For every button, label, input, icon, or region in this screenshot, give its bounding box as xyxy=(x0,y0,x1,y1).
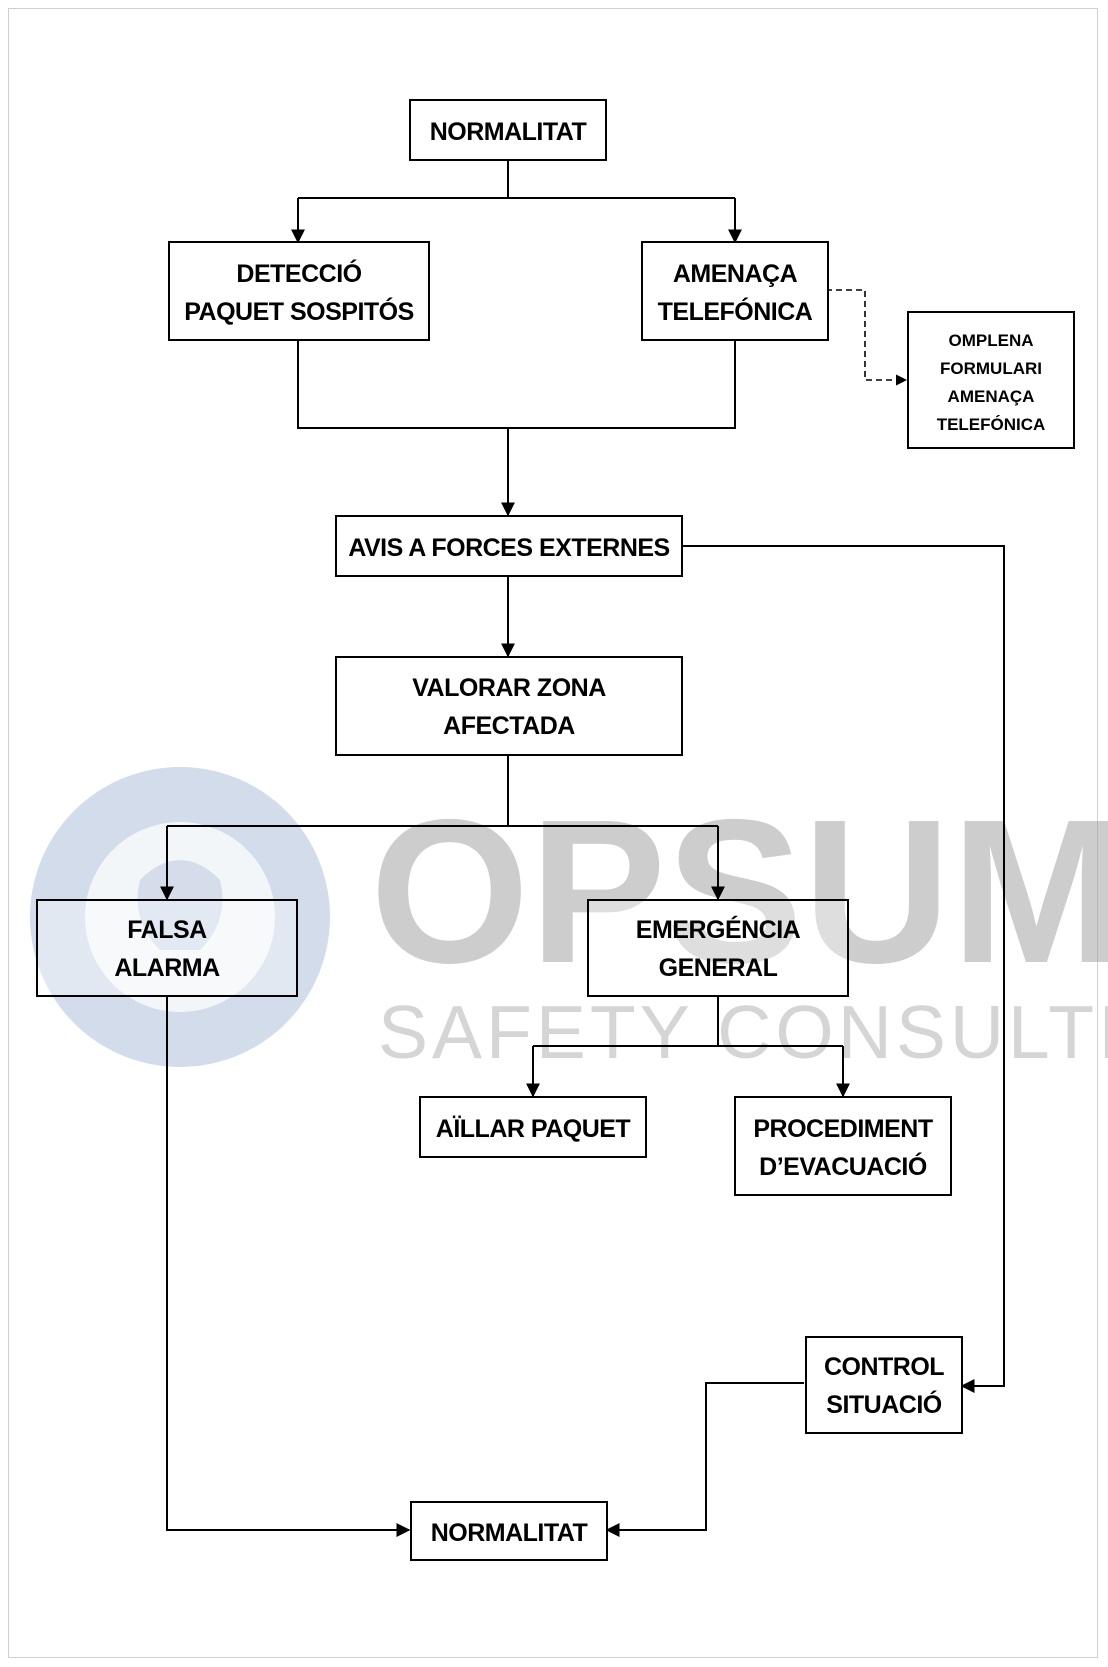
node-procediment-line1: PROCEDIMENT xyxy=(753,1115,932,1143)
node-normalitat-bottom: NORMALITAT xyxy=(410,1501,608,1561)
node-normalitat-bottom-label: NORMALITAT xyxy=(431,1519,588,1547)
watermark: OPSUM SAFETY CONSULTING xyxy=(30,767,1108,1074)
node-avis: AVIS A FORCES EXTERNES xyxy=(335,515,683,577)
edge-falsa-normalitat xyxy=(166,995,411,1537)
node-deteccio: DETECCIÓ PAQUET SOSPITÓS xyxy=(168,241,430,341)
watermark-logo-hand xyxy=(137,860,223,950)
node-control-line1: CONTROL xyxy=(824,1353,944,1381)
node-valorar: VALORAR ZONA AFECTADA xyxy=(335,656,683,756)
node-emergencia: EMERGÉNCIA GENERAL xyxy=(587,899,849,997)
node-aillar: AÏLLAR PAQUET xyxy=(419,1096,647,1158)
edge-control-normalitat xyxy=(605,1382,804,1537)
node-deteccio-line2: PAQUET SOSPITÓS xyxy=(184,296,414,326)
watermark-brand: OPSUM xyxy=(370,777,1108,1006)
node-valorar-line1: VALORAR ZONA xyxy=(412,674,606,702)
node-normalitat-top-label: NORMALITAT xyxy=(430,118,587,146)
page-frame xyxy=(8,8,1098,1658)
node-formulari-line3: AMENAÇA xyxy=(948,387,1035,406)
node-control-line2: SITUACIÓ xyxy=(826,1389,942,1419)
watermark-logo-inner xyxy=(85,822,275,1012)
node-avis-label: AVIS A FORCES EXTERNES xyxy=(348,534,669,562)
node-formulari: OMPLENA FORMULARI AMENAÇA TELEFÓNICA xyxy=(907,311,1075,449)
node-procediment-line2: D’EVACUACIÓ xyxy=(759,1151,927,1181)
node-amenaca: AMENAÇA TELEFÓNICA xyxy=(641,241,829,341)
edge-avis-control xyxy=(682,545,1005,1393)
node-aillar-label: AÏLLAR PAQUET xyxy=(436,1115,631,1143)
node-valorar-line2: AFECTADA xyxy=(443,712,575,740)
connectors xyxy=(160,160,1005,1537)
edge-merge xyxy=(297,340,736,429)
watermark-logo-ring xyxy=(30,767,330,1067)
node-emergencia-line2: GENERAL xyxy=(659,954,778,982)
node-formulari-line4: TELEFÓNICA xyxy=(937,415,1046,434)
node-amenaca-line2: TELEFÓNICA xyxy=(658,296,813,326)
node-deteccio-line1: DETECCIÓ xyxy=(236,258,361,288)
node-amenaca-line1: AMENAÇA xyxy=(673,260,798,288)
node-falsa-line2: ALARMA xyxy=(114,954,220,982)
node-normalitat-top: NORMALITAT xyxy=(409,99,607,161)
node-falsa: FALSA ALARMA xyxy=(36,899,298,997)
node-control: CONTROL SITUACIÓ xyxy=(805,1336,963,1434)
watermark-tagline: SAFETY CONSULTING xyxy=(378,990,1108,1074)
edge-emergencia-split xyxy=(533,995,843,1047)
node-falsa-line1: FALSA xyxy=(127,916,207,944)
node-procediment: PROCEDIMENT D’EVACUACIÓ xyxy=(734,1096,952,1196)
node-formulari-line2: FORMULARI xyxy=(940,359,1042,378)
node-formulari-line1: OMPLENA xyxy=(949,331,1034,350)
node-emergencia-line1: EMERGÉNCIA xyxy=(636,915,801,944)
edge-valorar-split xyxy=(167,755,718,827)
edge-amenaca-formulari xyxy=(826,289,908,386)
edge-normalitat-split xyxy=(298,160,735,199)
